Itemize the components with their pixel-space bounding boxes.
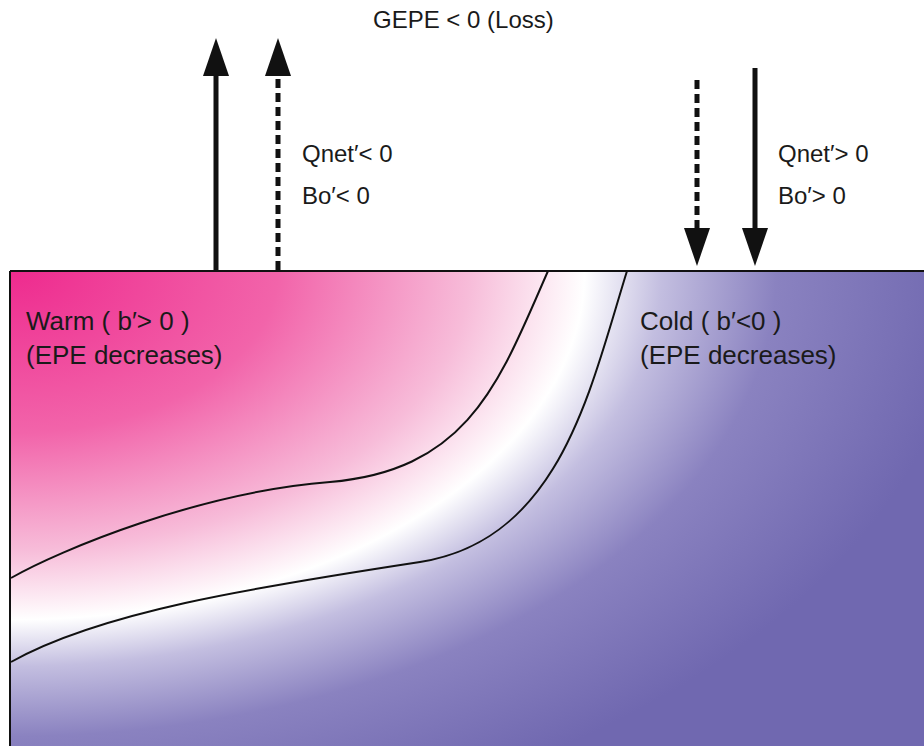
title-wrap: GEPE < 0 (Loss) bbox=[373, 6, 554, 34]
flux-label-wrap: Bo′< 0 bbox=[302, 182, 370, 210]
flux-arrow bbox=[695, 80, 700, 230]
isopycnal-line bbox=[11, 271, 627, 662]
arrow-head bbox=[742, 228, 768, 266]
region-note: (EPE decreases) bbox=[26, 338, 223, 372]
arrow-head bbox=[203, 38, 229, 76]
flux-label-wrap: Qnet′< 0 bbox=[302, 140, 393, 168]
flux-label-wrap: Qnet′> 0 bbox=[778, 140, 869, 168]
arrow-head bbox=[265, 38, 291, 76]
flux-arrow bbox=[214, 75, 219, 270]
flux-arrow bbox=[276, 75, 281, 270]
flux-label: Qnet′> 0 bbox=[778, 140, 869, 168]
region-name: Cold ( b′<0 ) bbox=[640, 304, 837, 338]
flux-arrow bbox=[753, 68, 758, 230]
region-label: Warm ( b′> 0 )(EPE decreases) bbox=[22, 302, 227, 374]
diagram-title: GEPE < 0 (Loss) bbox=[373, 6, 554, 34]
region-name: Warm ( b′> 0 ) bbox=[26, 304, 223, 338]
flux-label: Bo′> 0 bbox=[778, 182, 846, 210]
section-border bbox=[9, 271, 11, 746]
region-label: Cold ( b′<0 )(EPE decreases) bbox=[636, 302, 841, 374]
flux-label: Bo′< 0 bbox=[302, 182, 370, 210]
flux-label-wrap: Bo′> 0 bbox=[778, 182, 846, 210]
isopycnal-line bbox=[11, 271, 548, 578]
ocean-section bbox=[10, 271, 924, 746]
sea-surface bbox=[10, 270, 924, 272]
region-note: (EPE decreases) bbox=[640, 338, 837, 372]
flux-label: Qnet′< 0 bbox=[302, 140, 393, 168]
arrow-head bbox=[684, 228, 710, 266]
